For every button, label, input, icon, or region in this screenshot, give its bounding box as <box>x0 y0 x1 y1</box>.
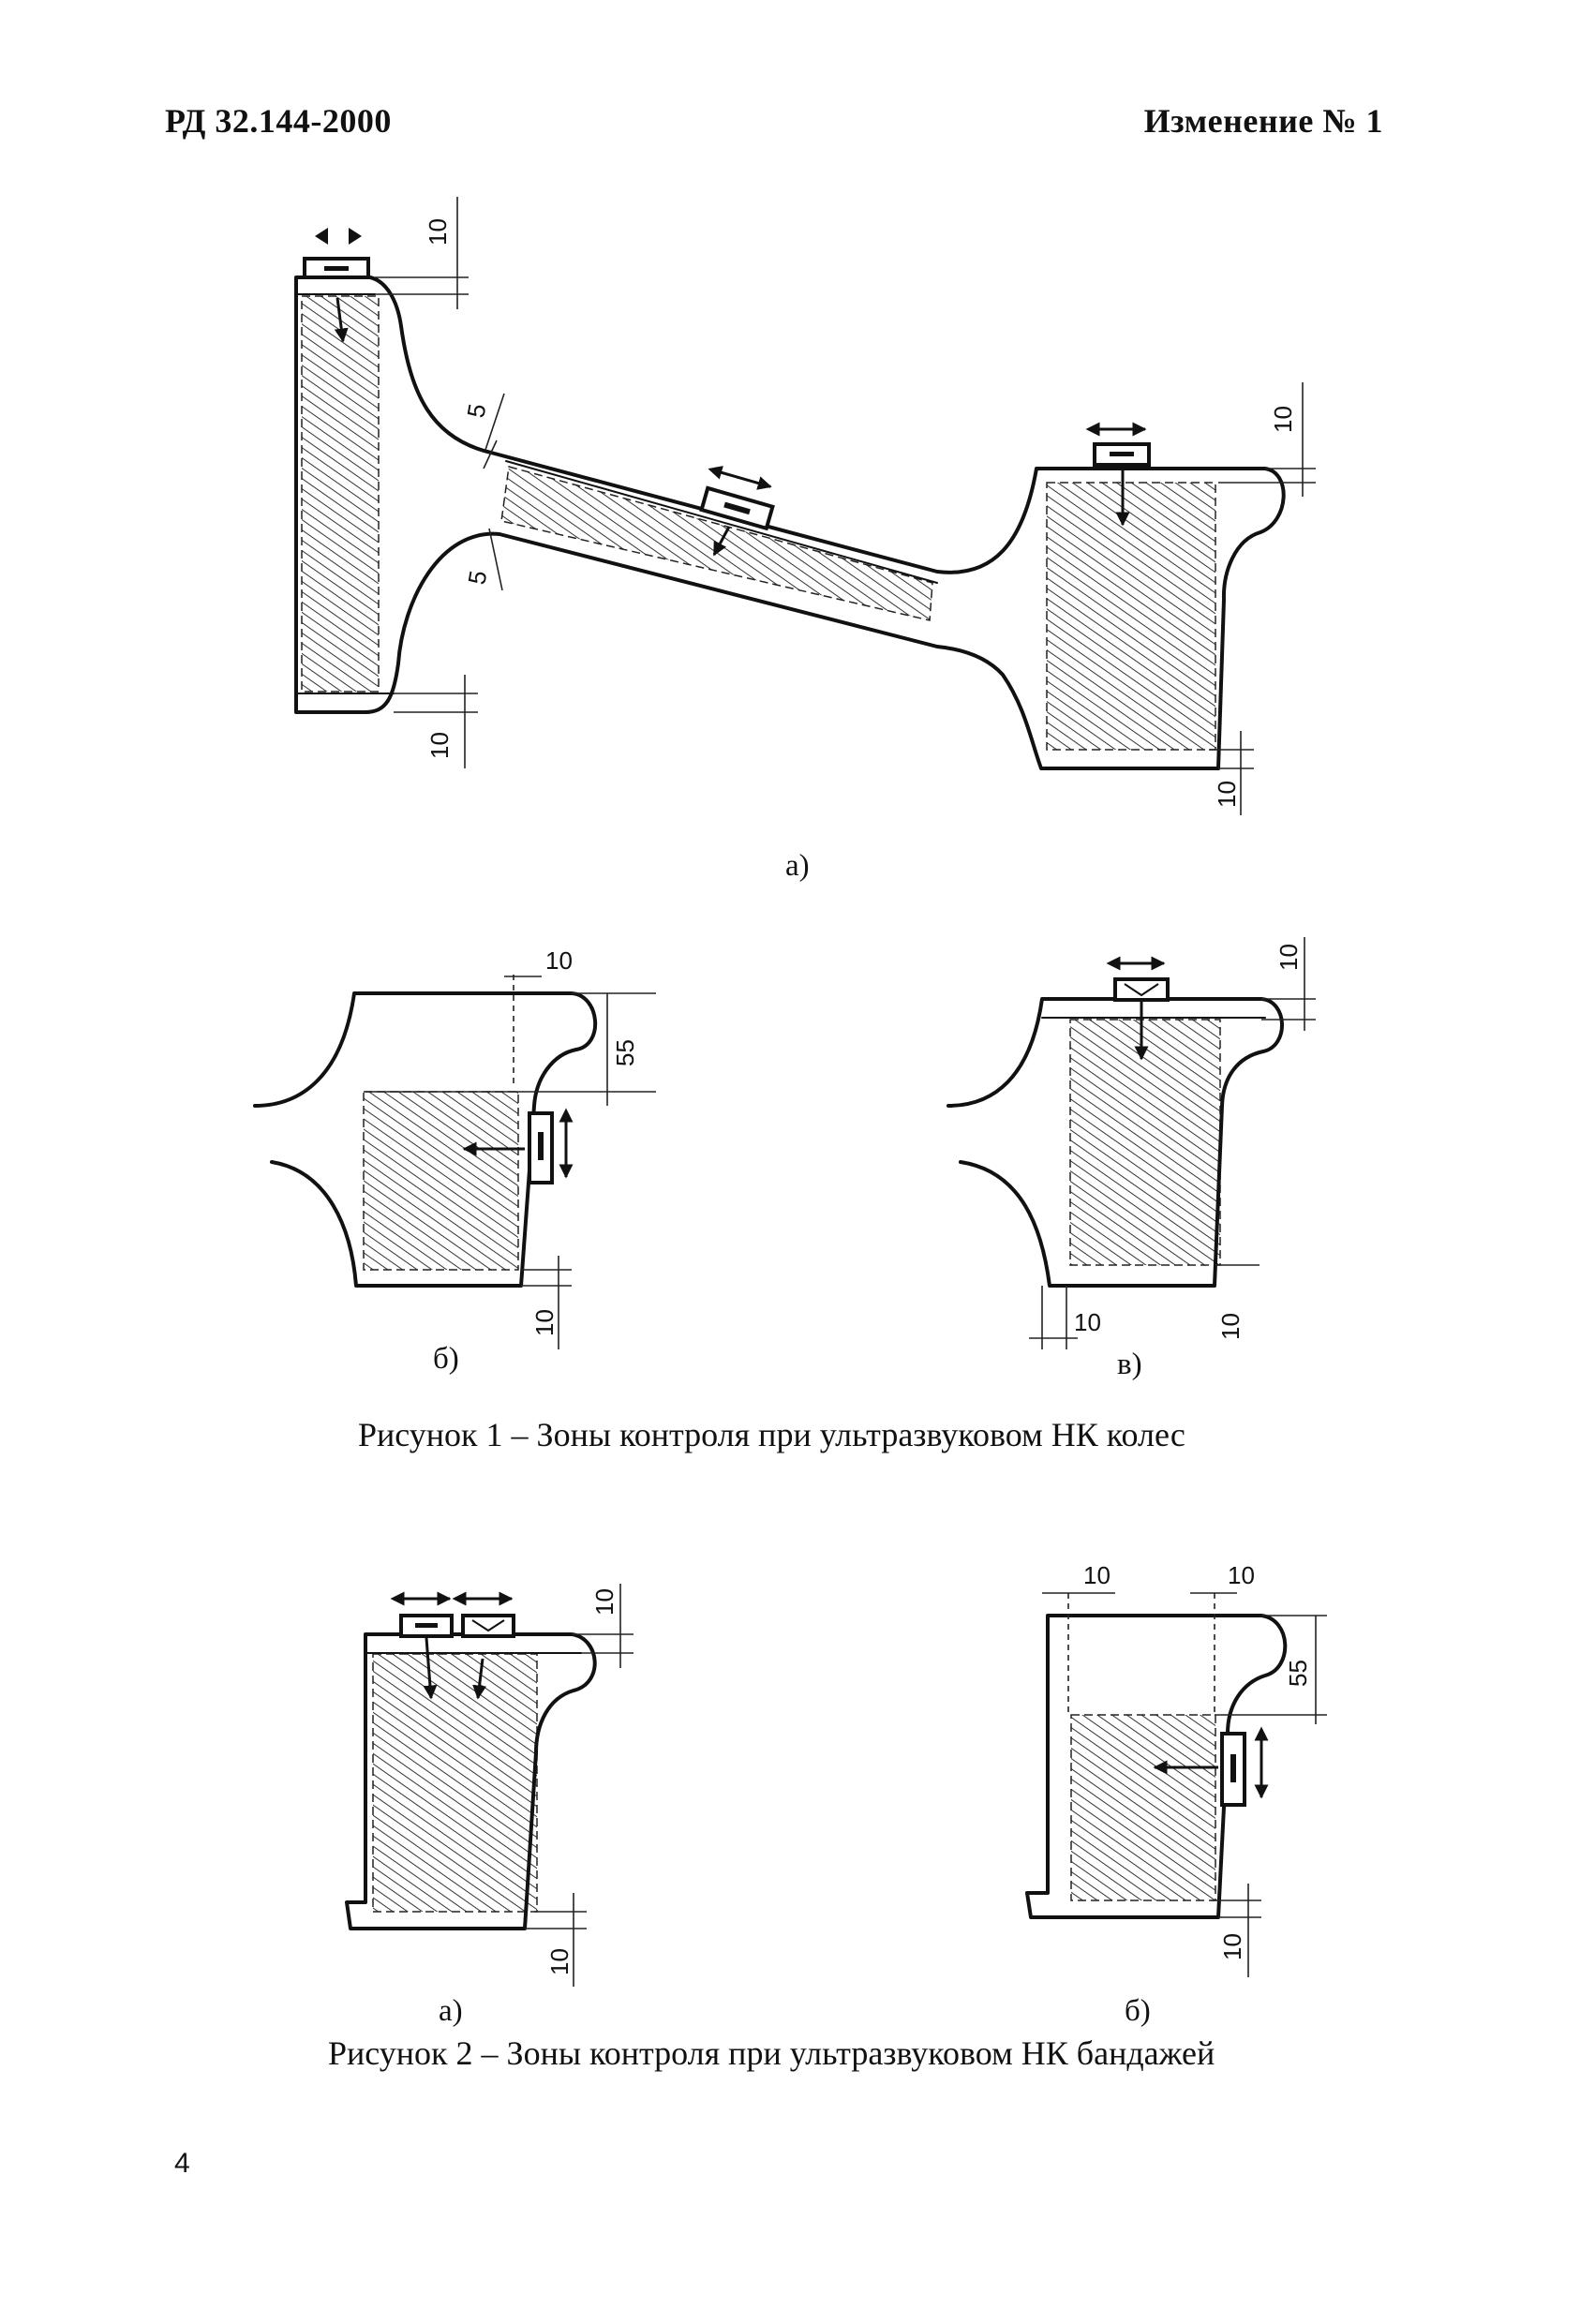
page-number: 4 <box>174 2148 190 2179</box>
v-outline <box>947 997 1284 1288</box>
document-code: РД 32.144-2000 <box>165 102 392 140</box>
figure1-v-rim-section: 10 10 10 <box>947 937 1316 1349</box>
v-control-zone <box>1069 1019 1221 1266</box>
fig2-a-outline <box>345 1632 597 1930</box>
b-outline <box>253 991 598 1288</box>
figure2-a-tyre-section: 10 10 <box>345 1584 634 1987</box>
dim-v-top: 10 <box>1275 944 1303 971</box>
dim-disc-bottom: 5 <box>462 569 492 587</box>
disc-probe-scan-arrows <box>708 466 772 490</box>
fig1-label-b: б) <box>433 1342 459 1376</box>
dim-rim-top: 10 <box>1269 406 1297 433</box>
figure2-caption: Рисунок 2 – Зоны контроля при ультразвук… <box>328 2034 1215 2072</box>
dim-b-bottom: 10 <box>530 1309 559 1336</box>
fig2-label-b: б) <box>1125 1994 1151 2028</box>
figure2-b-tyre-section: 10 10 55 10 <box>1025 1561 1327 1977</box>
figure1-a-wheel-section: 10 10 10 10 5 5 <box>294 197 1316 815</box>
figure1-b-rim-section: 55 10 10 <box>253 946 656 1349</box>
wheel-outline <box>294 276 1286 770</box>
dim-hub-top: 10 <box>424 218 452 246</box>
b-control-zone <box>363 1091 519 1271</box>
dim-b-top: 10 <box>545 946 573 975</box>
hub-control-zone <box>301 295 380 693</box>
dim-rim-bottom: 10 <box>1213 781 1241 808</box>
fig1-label-a: а) <box>785 849 810 883</box>
fig2-a-probe-2 <box>461 1614 515 1638</box>
dim-fig2b-55: 55 <box>1284 1660 1312 1687</box>
fig1-label-v: в) <box>1117 1348 1142 1381</box>
fig2-a-control-zone <box>372 1653 538 1913</box>
dim-hub-bottom: 10 <box>425 732 454 759</box>
dim-v-left: 10 <box>1074 1308 1101 1336</box>
dim-fig2a-top: 10 <box>590 1588 619 1616</box>
v-probe <box>1113 977 1170 1002</box>
dim-b-55: 55 <box>611 1039 639 1066</box>
hub-probe-scan-arrows <box>315 228 362 245</box>
dim-disc-top: 5 <box>461 402 491 420</box>
dim-fig2b-left: 10 <box>1083 1561 1111 1589</box>
fig2-b-control-zone <box>1070 1714 1216 1901</box>
figure1-caption: Рисунок 1 – Зоны контроля при ультразвук… <box>358 1416 1185 1453</box>
rim-control-zone <box>1046 482 1216 751</box>
dim-v-bottom: 10 <box>1216 1313 1245 1340</box>
dim-fig2a-bottom: 10 <box>545 1948 574 1975</box>
dim-fig2b-right: 10 <box>1228 1561 1255 1589</box>
dim-fig2b-bottom: 10 <box>1218 1933 1246 1960</box>
fig2-label-a: а) <box>439 1994 463 2028</box>
amendment-number: Изменение № 1 <box>1143 102 1383 140</box>
